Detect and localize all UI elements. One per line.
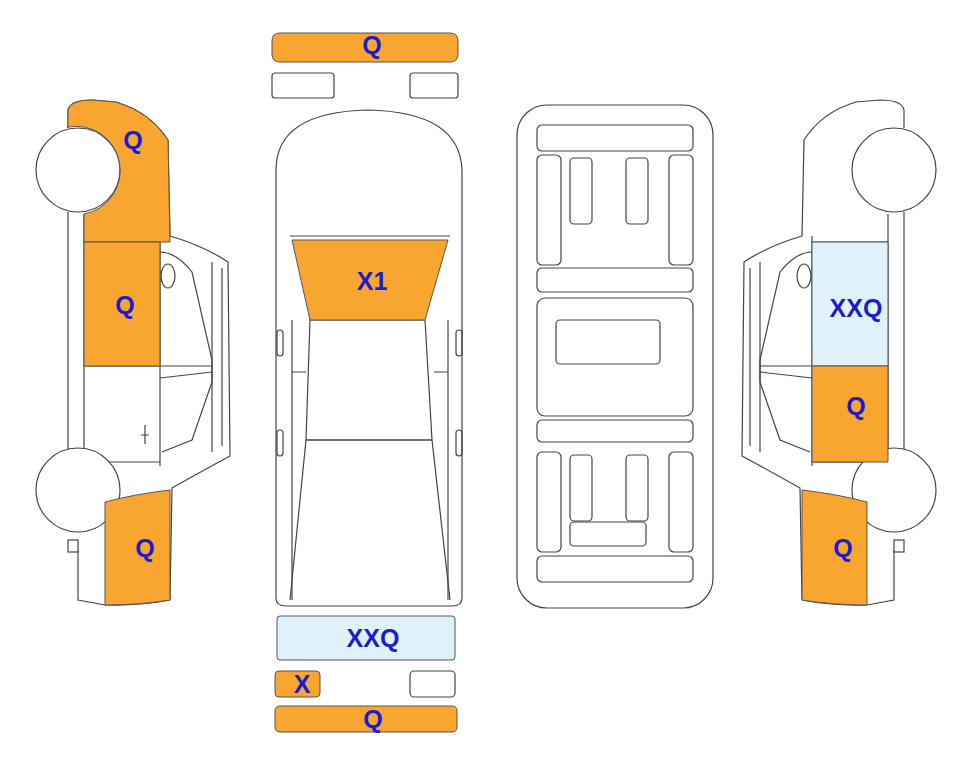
rear-quarter-panel: Q: [802, 490, 867, 605]
front-bumper-panel: Q: [272, 33, 458, 62]
panel-fill: [68, 100, 170, 242]
damage-code: Q: [846, 394, 865, 419]
windshield-panel: X1: [292, 240, 448, 320]
front-door-panel: Q: [84, 242, 160, 366]
damage-code: X: [294, 672, 311, 697]
handle: [277, 430, 283, 456]
rear-door-panel: Q: [812, 366, 888, 462]
rear-quarter-panel: Q: [105, 490, 170, 605]
mirror: [277, 330, 283, 356]
damage-code: XXQ: [347, 626, 400, 651]
back-door-panel: XXQ: [277, 616, 455, 660]
floor-outline: [517, 105, 713, 608]
panel-fill: [292, 240, 448, 320]
headlight: [272, 73, 334, 98]
panel-fill: [275, 671, 320, 697]
panel-fill: [812, 242, 888, 366]
panel-fill: [802, 490, 867, 605]
panel-fill: [277, 616, 455, 660]
panel-shape: [68, 99, 170, 242]
damage-code: Q: [135, 536, 154, 561]
body-lines: [290, 236, 450, 600]
damage-code: Q: [363, 707, 382, 732]
top-view: [272, 73, 462, 697]
panel-fill: [812, 366, 888, 462]
body-outline: [276, 110, 462, 606]
front-door-panel: XXQ: [812, 242, 888, 366]
damage-code: Q: [115, 293, 134, 318]
front-fender-panel: Q: [68, 99, 170, 242]
damage-code: XXQ: [830, 296, 883, 321]
panel-fill: [275, 706, 457, 732]
damage-code: Q: [123, 128, 142, 153]
tail-lamp-panel: X: [275, 671, 320, 697]
mirror: [456, 330, 462, 356]
pillar: [292, 371, 448, 372]
panel-fill: [272, 33, 458, 62]
roof-panel: [306, 320, 432, 440]
damage-code: Q: [362, 33, 381, 58]
panel-fill: [105, 490, 170, 605]
panel-fill: [84, 242, 160, 366]
underside-view: [517, 105, 713, 608]
rear-window: [290, 440, 450, 600]
right-side-view: [742, 100, 936, 605]
headlight: [410, 73, 458, 98]
damage-code: X1: [357, 269, 388, 294]
rear-bumper-panel: Q: [275, 706, 457, 732]
damage-code: Q: [833, 536, 852, 561]
tail-lamp: [410, 671, 455, 697]
left-side-view: [36, 100, 230, 605]
handle: [456, 430, 462, 456]
